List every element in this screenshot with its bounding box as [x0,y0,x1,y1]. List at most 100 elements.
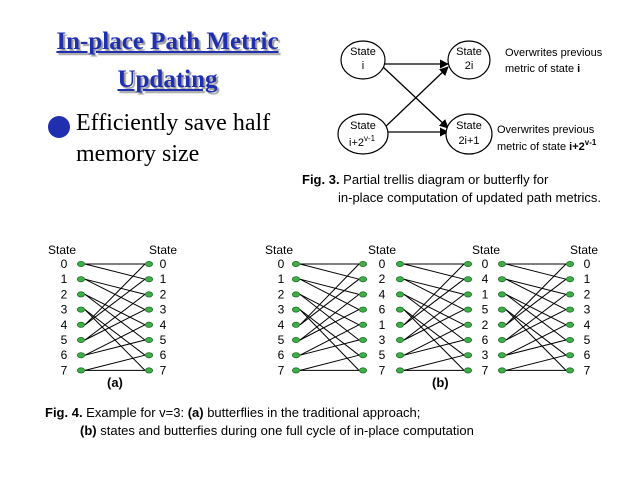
fig4-caption-b: (b) [80,423,97,438]
trellis-a-right-label: 4 [160,318,167,332]
state-node-2i1 [445,113,493,155]
trellis-edge [299,294,360,341]
trellis-a-left-node [77,306,86,313]
trellis-edge [84,278,146,326]
trellis-edge [299,263,360,280]
trellis-b-node [358,336,367,343]
trellis-b-col2-label: 7 [379,363,386,377]
slide-title-line-1: In-place Path Metric [56,28,279,55]
fig3-caption-line-2: in-place computation of updated path met… [338,190,602,205]
trellis-b-node [463,367,472,374]
trellis-b-node [463,336,472,343]
trellis-b-node [497,336,506,343]
fig4-caption-a: (a) [187,405,204,420]
trellis-edge [403,309,465,371]
trellis-b-node [395,367,404,374]
trellis-edge [84,278,146,295]
trellis-edge [84,263,146,280]
trellis-a-right-node [144,291,153,298]
trellis-a-left-label: 4 [61,318,68,332]
fig4-caption-text-1: Example for v=3: [82,405,188,420]
trellis-b-col2-label: 5 [379,348,386,362]
trellis-a-right-label: 5 [160,333,167,347]
trellis-a-left-label: 3 [61,303,68,317]
trellis-b-node [291,321,300,328]
fig4-caption-line-1: Fig. 4. Example for v=3: (a) butterflies… [45,405,420,420]
trellis-b-node [463,321,472,328]
trellis-b-col3-label: 6 [482,333,489,347]
trellis-edge [299,293,360,326]
trellis-edge [299,278,360,311]
label-a: (a) [107,375,123,390]
note-bottom-line-1: Overwrites previous [497,124,595,136]
trellis-edge [403,294,465,341]
trellis-b-node [497,260,506,267]
trellis-b-node [291,367,300,374]
bullet-text-line-1: Efficiently save half [76,110,271,136]
fig4-caption-line-2: (b) states and butterfies during one ful… [80,423,474,438]
trellis-edge [403,339,465,356]
trellis-edge [403,278,465,311]
trellis-b-node [358,352,367,359]
state-i-plus-base: i+2 [349,137,364,149]
trellis-edge [84,339,146,356]
trellis-a-right-label: 6 [160,348,167,362]
trellis-edge [505,263,567,280]
trellis-b-col2-label: 6 [379,303,386,317]
trellis-a-right-node [144,276,153,283]
trellis-a-left-node [77,291,86,298]
trellis-b-node [497,291,506,298]
trellis-b-col4-label: 7 [584,363,591,377]
note-top-line-1: Overwrites previous [505,47,603,59]
trellis-a-left-node [77,260,86,267]
trellis-headers: State State State State State State (a) … [48,243,598,390]
trellis-a-right-label: 0 [160,257,167,271]
trellis-b-node [566,291,575,298]
trellis-a-left-label: 1 [61,272,68,286]
trellis-a-right-label: 1 [160,272,167,286]
trellis-b-node [395,291,404,298]
trellis-a-left-label: 5 [61,333,68,347]
fig3-label: Fig. 3. [302,172,340,187]
trellis-edge [505,278,567,311]
trellis-b-node [463,291,472,298]
trellis-b-node [566,321,575,328]
trellis-edge [299,309,360,356]
trellis-a-right-label: 3 [160,303,167,317]
trellis-b-col2-label: 3 [379,333,386,347]
note-bottom-sup: v-1 [585,138,597,147]
trellis-graphs: 0123456701234567012345670246135704152637… [61,257,591,377]
trellis-b-col3-label: 7 [482,363,489,377]
trellis-edge [403,278,465,295]
trellis-b-col1-label: 5 [278,333,285,347]
trellis-b-node [358,367,367,374]
trellis-edge [84,293,146,326]
trellis-a-left-node [77,352,86,359]
trellis-b-node [291,336,300,343]
trellis-edge [299,278,360,326]
trellis-b-col3-label: 4 [482,272,489,286]
trellis-a-left-label: 7 [61,363,68,377]
trellis-edge [505,293,567,326]
trellis-b-col4-label: 2 [584,287,591,301]
trellis-b-col4-label: 5 [584,333,591,347]
trellis-b-col2-label: 0 [379,257,386,271]
butterfly-diagram: State i State i+2v-1 State 2i State 2i+1… [337,40,603,155]
trellis-b-col3-label: 0 [482,257,489,271]
trellis-b-node [395,260,404,267]
trellis-edge [299,309,360,341]
trellis-b-col3-label: 2 [482,318,489,332]
trellis-b-node [291,260,300,267]
trellis-edge [403,278,465,326]
note-top-text: metric of state [505,63,577,75]
trellis-b-col1-label: 4 [278,318,285,332]
trellis-edge [299,278,360,295]
trellis-b-node [463,276,472,283]
state-node-2i [447,40,491,80]
state-word: State [350,46,376,58]
trellis-edge [505,309,567,371]
trellis-b-node [395,352,404,359]
fig4-label: Fig. 4. [45,405,83,420]
trellis-b-node [291,352,300,359]
